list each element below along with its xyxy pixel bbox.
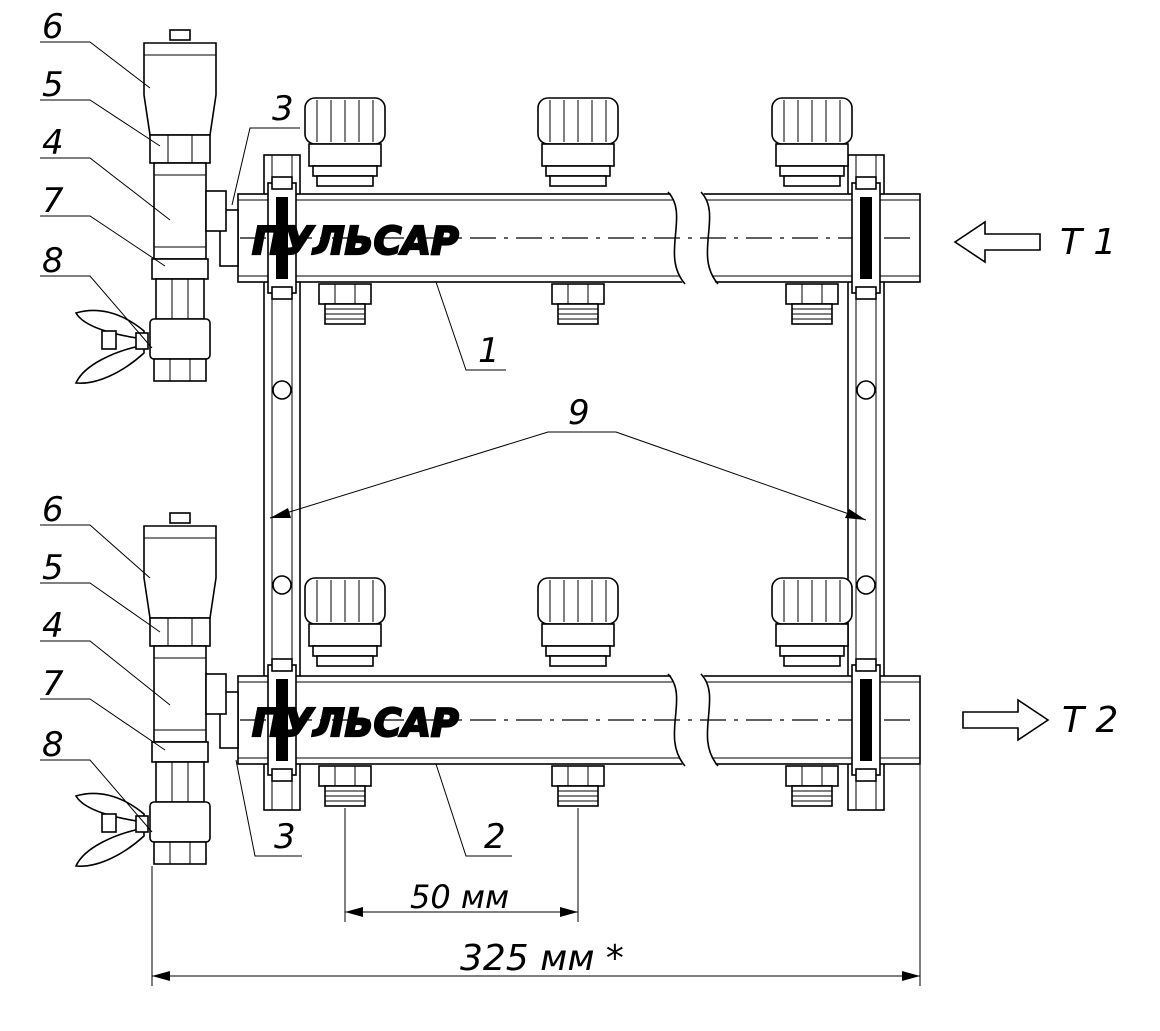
callout-4-lower: 4	[42, 606, 64, 646]
callouts-upper: 6 5 4 7 8 3 1	[40, 7, 506, 371]
callout-5-lower: 5	[42, 548, 64, 588]
callout-7-lower: 7	[42, 664, 64, 704]
supply-arrow: Т 1	[953, 220, 1116, 264]
callout-8-upper: 8	[42, 241, 64, 281]
callout-3-lower: 3	[274, 817, 296, 857]
callout-8-lower: 8	[42, 725, 64, 765]
side-assembly-upper	[75, 29, 227, 385]
supply-manifold: ПУЛЬСАР	[219, 97, 921, 325]
dimension-pitch: 50 мм	[344, 808, 579, 922]
callout-5-upper: 5	[42, 65, 64, 105]
supply-label: Т 1	[1060, 222, 1116, 263]
return-arrow: Т 2	[962, 698, 1118, 742]
brand-logo-lower: ПУЛЬСАР	[252, 701, 459, 745]
callout-1: 1	[478, 331, 500, 371]
callout-6-upper: 6	[42, 7, 64, 47]
callout-9-group: 9	[269, 393, 867, 521]
callout-9: 9	[568, 393, 590, 433]
dimension-total-label: 325 мм *	[460, 938, 624, 979]
return-label: Т 2	[1062, 700, 1118, 741]
return-manifold: ПУЛЬСАР	[219, 577, 921, 807]
callout-6-lower: 6	[42, 490, 64, 530]
callout-2: 2	[484, 817, 506, 857]
dimension-pitch-label: 50 мм	[410, 878, 509, 916]
callout-7-upper: 7	[42, 181, 64, 221]
callout-3-upper: 3	[272, 89, 294, 129]
brand-logo-upper: ПУЛЬСАР	[252, 219, 459, 263]
dimension-total: 325 мм *	[151, 765, 921, 986]
callout-4-upper: 4	[42, 123, 64, 163]
callouts-lower: 6 5 4 7 8 3 2	[40, 490, 512, 857]
